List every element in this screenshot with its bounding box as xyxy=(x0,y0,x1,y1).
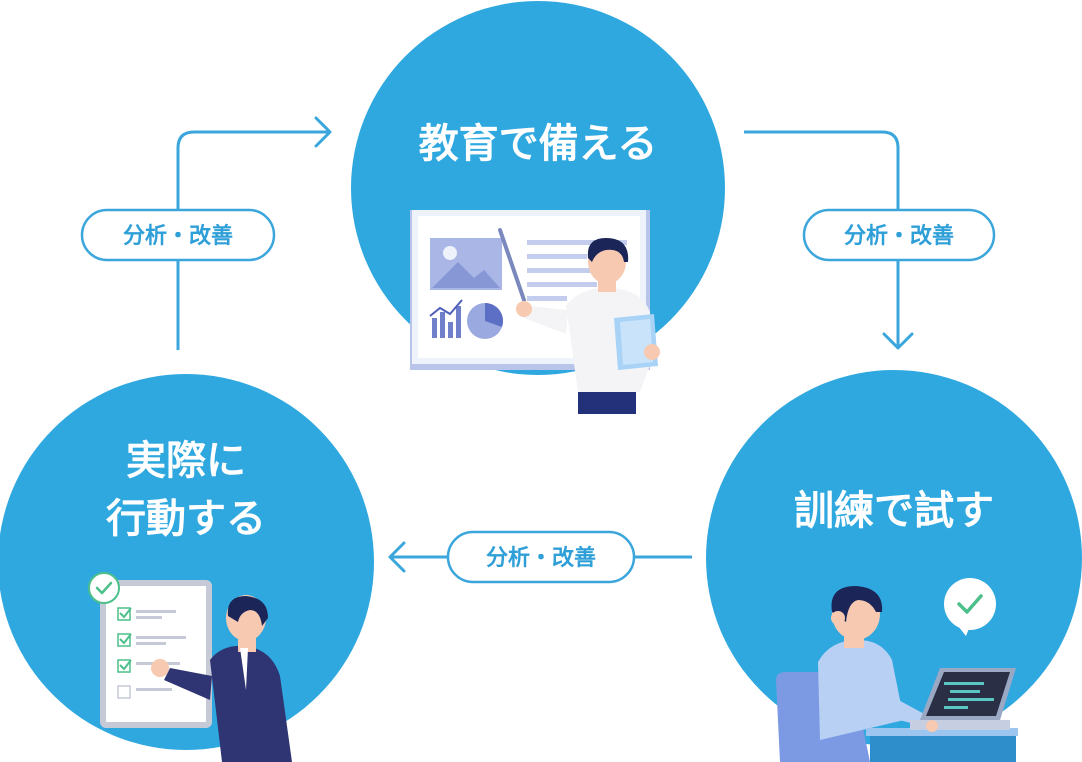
connector-left-to-top: 分析・改善 xyxy=(80,116,332,350)
person-at-laptop-icon xyxy=(776,586,1018,762)
label-pill-bottom xyxy=(446,530,636,584)
stage-right: 訓練で試す xyxy=(706,370,1082,762)
stage-top: 教育で備える xyxy=(351,1,725,414)
label-pill-left xyxy=(80,208,276,262)
presenter-with-whiteboard-icon xyxy=(410,210,660,414)
businessman-with-checklist-icon xyxy=(88,572,292,762)
label-left-to-top: 分析・改善 xyxy=(123,223,233,249)
stage-left-title-line1: 実際に xyxy=(126,438,246,484)
label-pill-right xyxy=(802,208,996,262)
stage-left-circle xyxy=(0,374,374,750)
label-right-to-left: 分析・改善 xyxy=(486,545,596,571)
check-bubble-icon xyxy=(944,578,996,636)
stage-right-title: 訓練で試す xyxy=(794,488,994,534)
arrow-right-icon xyxy=(314,116,332,148)
connector-right-to-left: 分析・改善 xyxy=(388,530,692,584)
arrow-down-icon xyxy=(882,332,914,350)
label-top-to-right: 分析・改善 xyxy=(844,223,954,249)
connector-top-to-right: 分析・改善 xyxy=(744,130,996,350)
stage-left: 実際に 行動する xyxy=(0,374,374,762)
arrow-left-icon xyxy=(388,541,406,573)
stage-right-circle xyxy=(706,370,1082,746)
stage-left-title-line2: 行動する xyxy=(106,496,266,542)
stage-top-title: 教育で備える xyxy=(419,121,658,167)
